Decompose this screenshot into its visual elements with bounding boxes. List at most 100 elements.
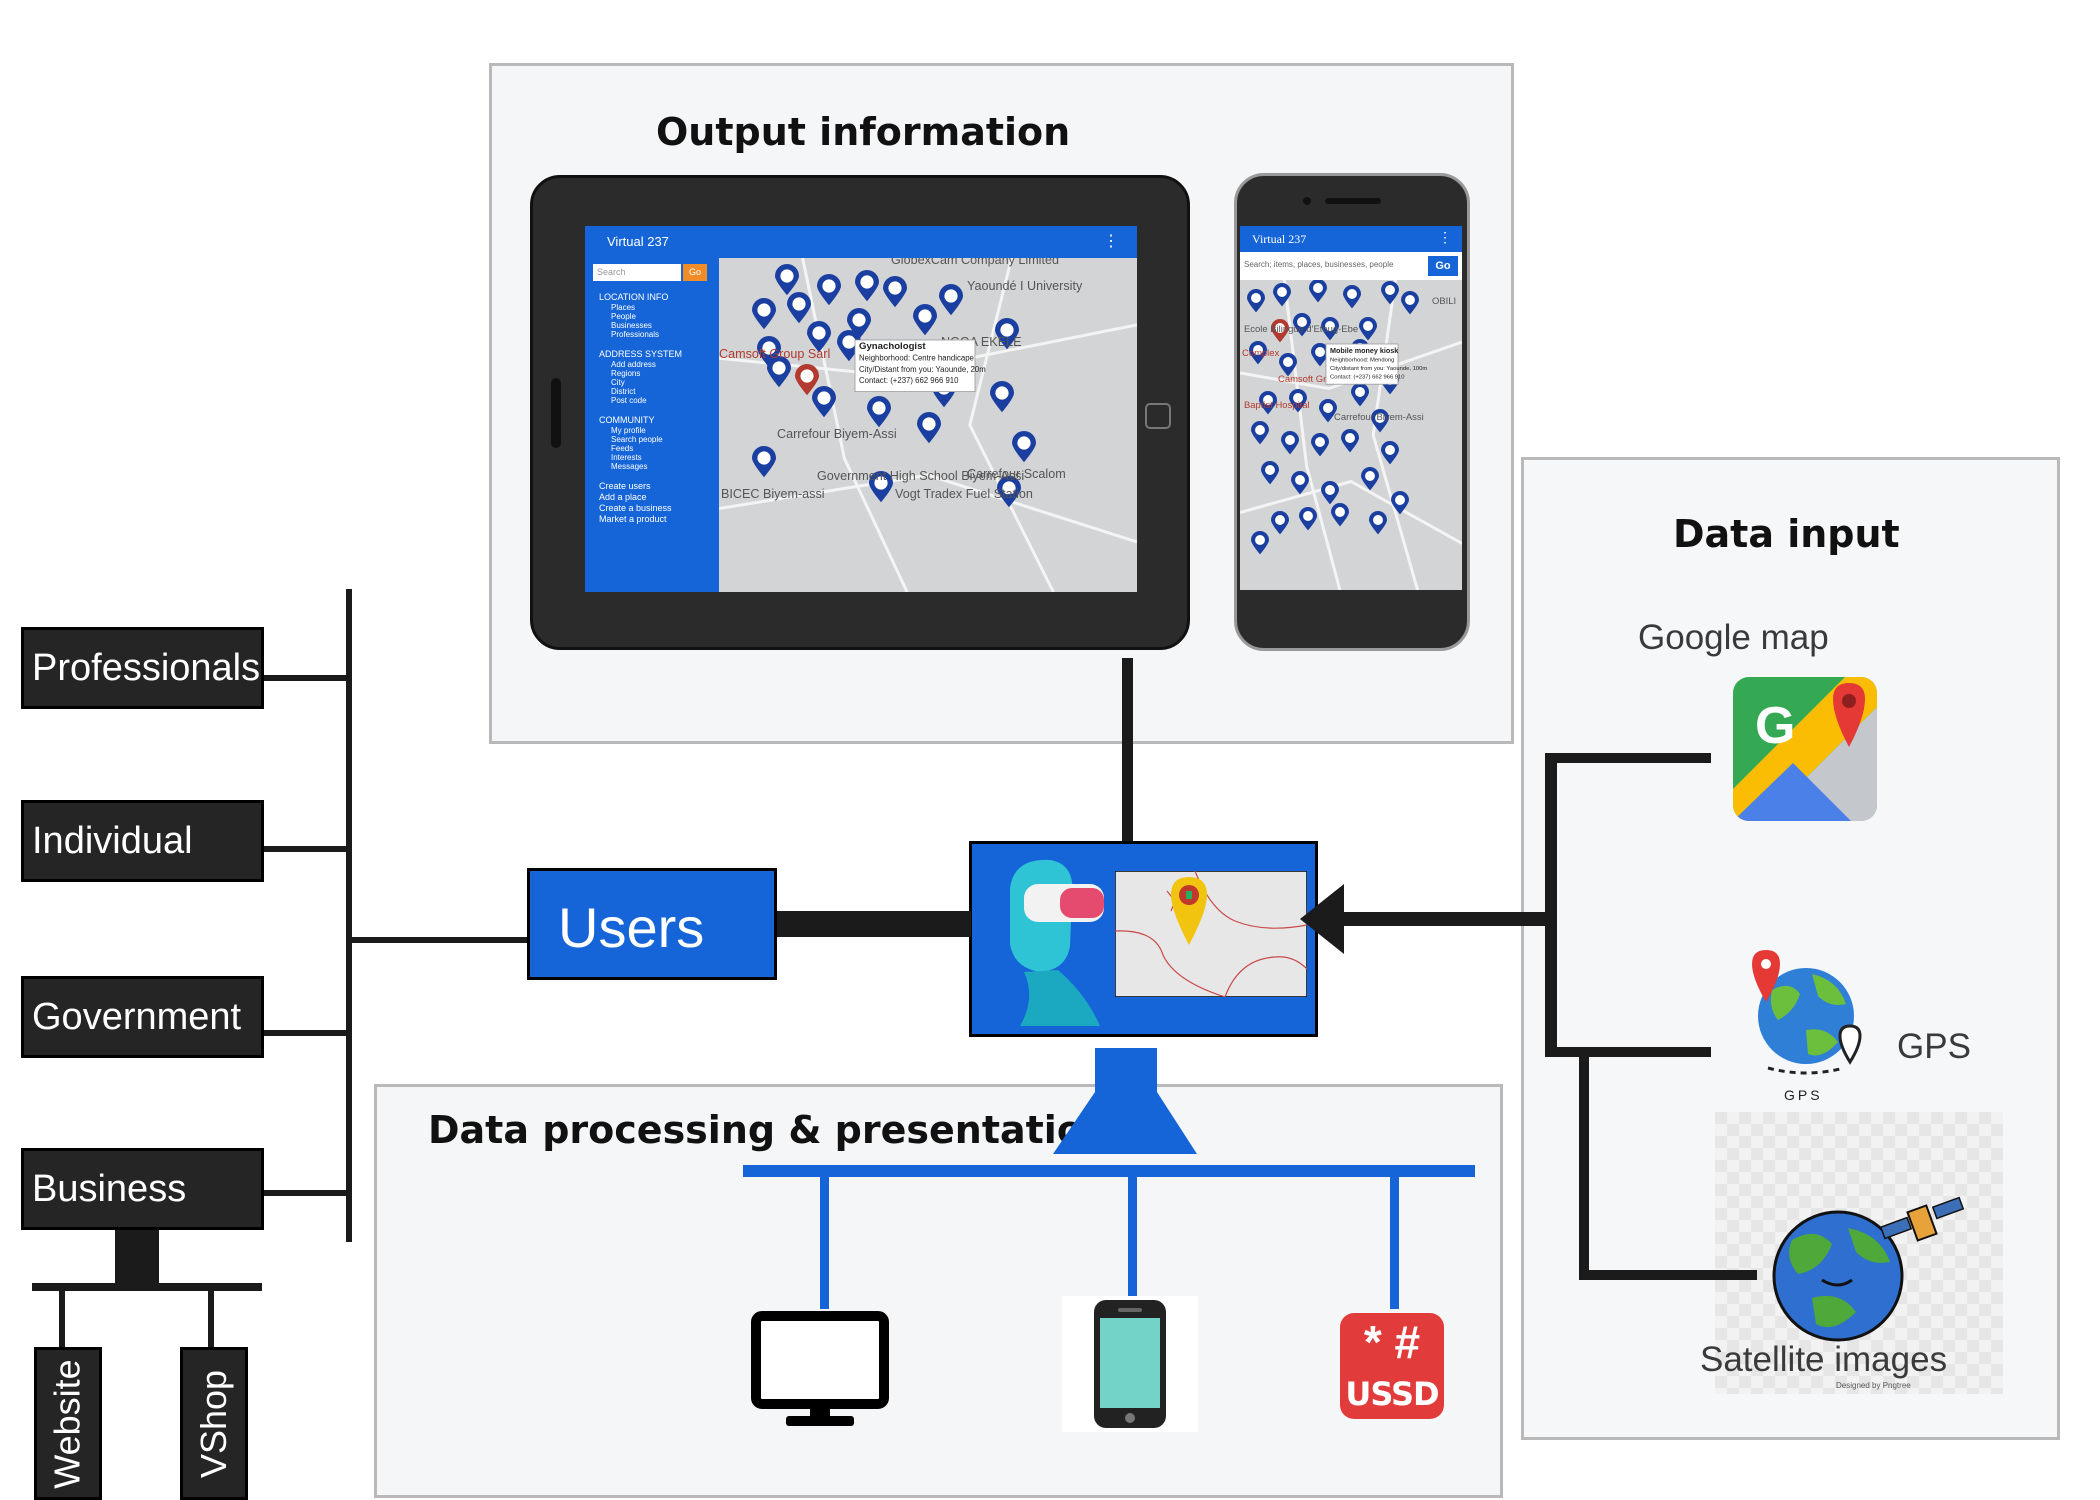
users-box: Users <box>527 868 777 980</box>
tablet-menu-item[interactable]: Post code <box>611 396 647 405</box>
tablet-menu-item[interactable]: Professionals <box>611 330 660 339</box>
map-pin-icon[interactable] <box>883 276 907 308</box>
phone-go-button[interactable]: Go <box>1428 256 1458 276</box>
map-pin-icon[interactable] <box>1361 467 1379 491</box>
map-pin-icon[interactable] <box>1401 291 1419 315</box>
map-pin-icon[interactable] <box>1351 383 1369 407</box>
tablet-menu-item[interactable]: Places <box>611 303 636 312</box>
map-label: Vogt Tradex Fuel Station <box>895 487 1033 501</box>
map-road <box>1371 280 1420 590</box>
map-pin-icon[interactable] <box>995 318 1019 350</box>
map-pin-icon[interactable] <box>1311 433 1329 457</box>
map-pin-icon[interactable] <box>1381 440 1399 465</box>
tablet-menu-item[interactable]: Regions <box>611 369 641 378</box>
map-pin-icon[interactable] <box>1249 341 1267 365</box>
map-pin-icon[interactable] <box>775 264 799 296</box>
map-popup-line: Gynachologist <box>859 341 926 352</box>
channel-vshop-label: VShop <box>193 1369 234 1478</box>
map-pin-icon[interactable] <box>1319 399 1337 423</box>
tablet-action-item[interactable]: Create users <box>599 481 651 491</box>
map-pin-icon[interactable] <box>817 274 841 306</box>
map-pin-icon[interactable] <box>917 412 941 444</box>
tablet-action-item[interactable]: Create a business <box>599 503 672 513</box>
svg-text:G: G <box>1755 697 1795 755</box>
map-pin-icon[interactable] <box>1391 491 1409 515</box>
map-pin-icon[interactable] <box>812 386 836 418</box>
tablet-action-item[interactable]: Add a place <box>599 492 647 502</box>
phone-menu-icon[interactable]: ⋮ <box>1438 229 1452 245</box>
map-pin-icon[interactable] <box>1259 391 1277 415</box>
map-popup <box>854 339 976 392</box>
map-pin-icon[interactable] <box>1279 353 1297 377</box>
tablet-menu-item[interactable]: City <box>611 378 625 387</box>
tablet-menu-item[interactable]: Add address <box>611 360 656 369</box>
map-pin-icon[interactable] <box>767 356 791 388</box>
map-pin-icon[interactable] <box>795 364 819 396</box>
phone-appbar: Virtual 237 ⋮ <box>1240 226 1462 252</box>
map-pin-icon[interactable] <box>847 308 871 340</box>
map-pin-icon[interactable] <box>1321 317 1339 341</box>
map-pin-icon[interactable] <box>1343 285 1361 309</box>
map-pin-icon[interactable] <box>1341 429 1359 453</box>
map-pin-icon[interactable] <box>1381 280 1399 305</box>
map-pin-icon[interactable] <box>787 292 811 324</box>
map-pin-icon[interactable] <box>1247 289 1265 313</box>
tablet-menu-item[interactable]: Interests <box>611 453 642 462</box>
map-pin-icon[interactable] <box>939 284 963 316</box>
tablet-menu-icon[interactable]: ⋮ <box>1103 233 1119 250</box>
map-pin-icon[interactable] <box>1299 506 1317 531</box>
tablet-menu-item[interactable]: Businesses <box>611 321 652 330</box>
map-pin-icon[interactable] <box>1331 503 1349 527</box>
map-pin-icon[interactable] <box>869 471 893 503</box>
map-pin-icon[interactable] <box>1271 511 1289 535</box>
map-pin-icon[interactable] <box>1359 317 1377 341</box>
tablet-menu-item[interactable]: Messages <box>611 462 648 471</box>
tablet-menu-header: ADDRESS SYSTEM <box>599 349 683 359</box>
user-type-professionals: Professionals <box>21 627 264 709</box>
map-pin-icon[interactable] <box>1273 282 1291 307</box>
map-pin-icon[interactable] <box>855 270 879 302</box>
tablet-go-button[interactable]: Go <box>683 264 707 281</box>
map-pin-icon[interactable] <box>1371 409 1389 433</box>
map-pin-icon[interactable] <box>1251 531 1269 555</box>
map-pin-icon[interactable] <box>752 446 776 478</box>
map-pin-icon[interactable] <box>807 321 831 353</box>
channel-website-label: Website <box>47 1358 88 1489</box>
users-label: Users <box>558 896 705 959</box>
input-connector-gps <box>1545 1047 1711 1057</box>
map-pin-icon[interactable] <box>1251 421 1269 445</box>
tablet-action-item[interactable]: Market a product <box>599 514 667 524</box>
tablet-menu-item[interactable]: District <box>611 387 636 396</box>
phone-search-input[interactable]: Search; items, places, businesses, peopl… <box>1244 260 1394 269</box>
map-label: Yaoundé I University <box>967 279 1083 293</box>
map-label: Carrefour Biyem-Assi <box>1334 412 1424 423</box>
map-label: Carrefour Scalom <box>967 467 1066 481</box>
map-pin-icon[interactable] <box>1271 319 1289 343</box>
map-pin-icon[interactable] <box>757 336 781 368</box>
map-pin-icon[interactable] <box>1369 511 1387 535</box>
map-pin-icon[interactable] <box>1291 471 1309 495</box>
map-pin-icon[interactable] <box>867 396 891 428</box>
phone-camera <box>1303 197 1311 205</box>
phone-speaker <box>1325 198 1381 204</box>
map-pin-icon[interactable] <box>1289 389 1307 413</box>
user-type-business: Business <box>21 1148 264 1230</box>
map-pin-icon[interactable] <box>1309 280 1327 303</box>
map-pin-icon[interactable] <box>1261 461 1279 485</box>
tablet-menu-item[interactable]: People <box>611 312 636 321</box>
map-pin-icon[interactable] <box>997 476 1021 508</box>
map-pin-icon[interactable] <box>1012 431 1036 463</box>
map-pin-icon[interactable] <box>1311 343 1329 367</box>
map-pin-icon[interactable] <box>1321 481 1339 505</box>
tablet-menu-item[interactable]: Feeds <box>611 444 634 453</box>
map-label: BICEC Biyem-assi <box>721 487 825 501</box>
map-pin-icon[interactable] <box>1281 431 1299 455</box>
map-pin-icon[interactable] <box>1293 313 1311 337</box>
map-pin-icon[interactable] <box>752 298 776 330</box>
funnel-connector <box>1053 1048 1197 1154</box>
tablet-search-input[interactable]: Search <box>593 264 681 281</box>
tablet-menu-item[interactable]: My profile <box>611 426 646 435</box>
map-pin-icon[interactable] <box>913 304 937 336</box>
tablet-menu-item[interactable]: Search people <box>611 435 663 444</box>
map-pin-icon[interactable] <box>990 381 1014 413</box>
